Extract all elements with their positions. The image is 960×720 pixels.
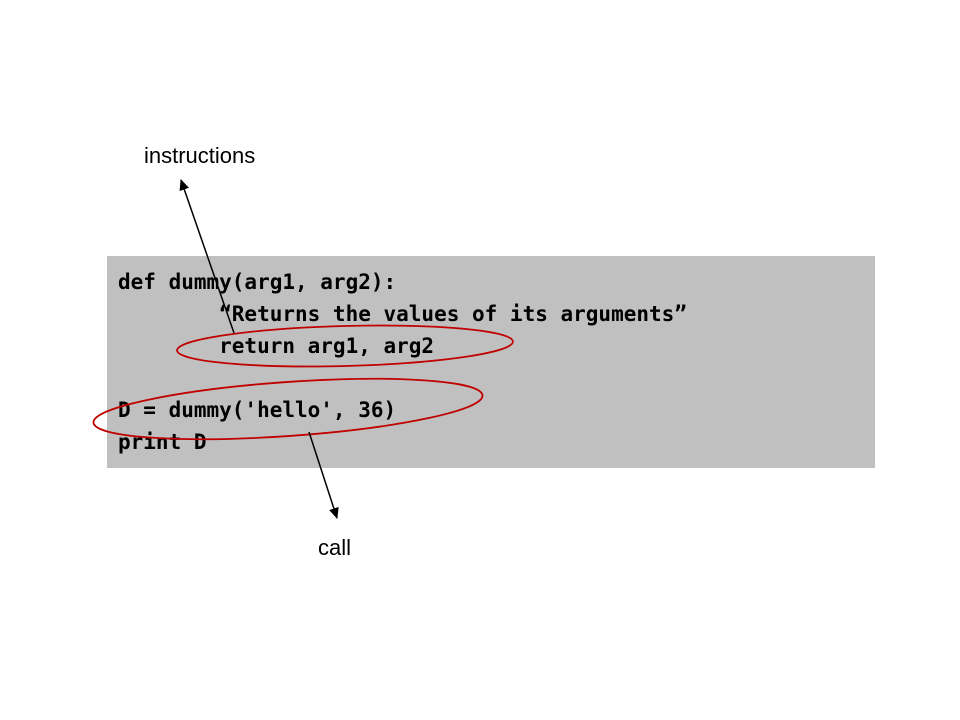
instructions-label: instructions: [144, 143, 256, 168]
code-text: def dummy(arg1, arg2): “Returns the valu…: [118, 270, 687, 454]
call-label: call: [318, 535, 352, 560]
code-box: def dummy(arg1, arg2): “Returns the valu…: [107, 256, 875, 468]
